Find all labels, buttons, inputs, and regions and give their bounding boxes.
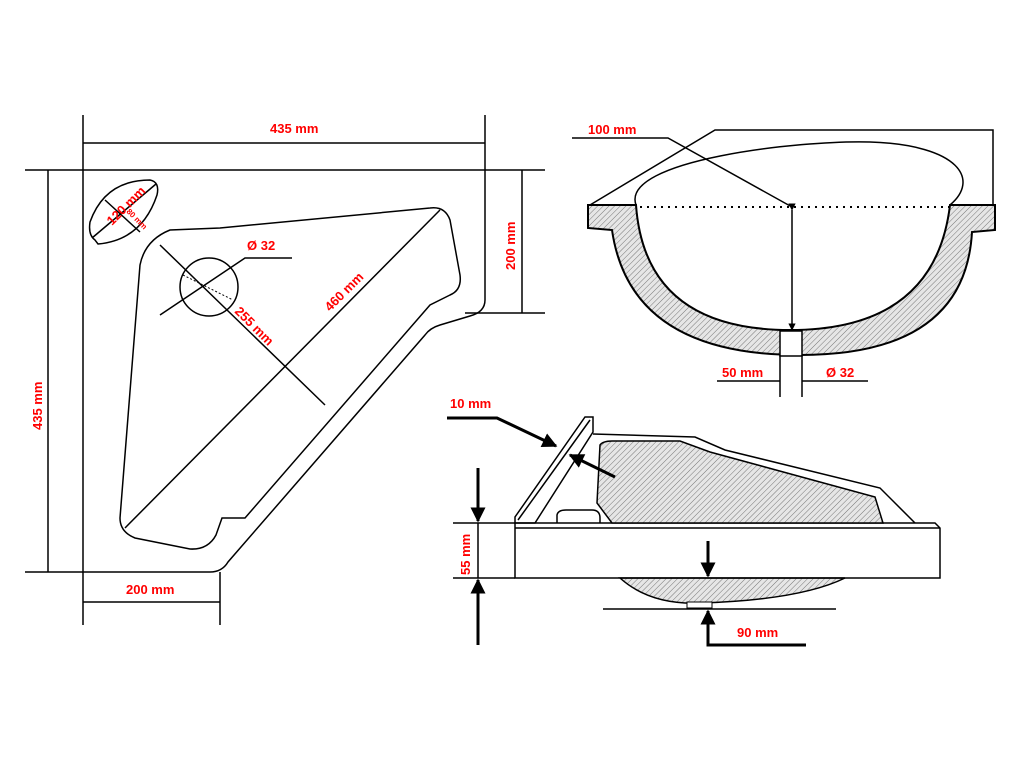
- basin-cavity: [596, 440, 885, 524]
- drain-diameter-label: Ø 32: [826, 365, 854, 380]
- top-edge: [592, 433, 916, 524]
- soap-length-line: [91, 183, 157, 239]
- soap-width-line: [104, 199, 141, 233]
- below-arrow-bottom: [700, 609, 806, 647]
- drain-section: [779, 330, 803, 357]
- soap-dish: [88, 179, 159, 245]
- drain-hole: [179, 257, 239, 317]
- width-dimension: 435 mm: [82, 115, 486, 170]
- section-view: 100 mm 50 mm Ø 32: [572, 122, 996, 397]
- below-label: 90 mm: [737, 625, 778, 640]
- sink-outline: [82, 169, 486, 573]
- drain-label: Ø 32: [247, 238, 275, 253]
- width-label: 435 mm: [270, 121, 318, 136]
- section-depth-label: 100 mm: [588, 122, 636, 137]
- depth-dimension-line: [159, 244, 326, 406]
- drain-leader: [159, 257, 292, 316]
- rim-inner-arrow: [568, 453, 616, 479]
- basin-rim: [634, 141, 964, 206]
- drain-centerline: [182, 274, 234, 301]
- rim-label: 10 mm: [450, 396, 491, 411]
- side-view: 10 mm 55 mm 90 mm: [447, 396, 941, 647]
- thickness-label: 55 mm: [458, 534, 473, 575]
- rim-leader-arrow: [447, 416, 558, 448]
- backsplash: [514, 416, 594, 524]
- right-side-label: 200 mm: [503, 222, 518, 270]
- height-label: 435 mm: [30, 382, 45, 430]
- bottom-side-dimension: 200 mm: [82, 572, 221, 625]
- drain-width-label: 50 mm: [722, 365, 763, 380]
- underside-bowl: [618, 577, 846, 604]
- diagonal-dimension-line: [124, 209, 441, 529]
- bottom-side-label: 200 mm: [126, 582, 174, 597]
- right-side-dimension: 200 mm: [465, 169, 545, 314]
- height-dimension: 435 mm: [25, 169, 83, 573]
- basin-section: [587, 204, 996, 357]
- countertop-outline: [589, 129, 994, 206]
- underside-drain: [686, 601, 713, 609]
- sink-body: [514, 522, 941, 579]
- depth-leader: [572, 137, 793, 208]
- basin-outline: [119, 207, 462, 550]
- depth-label: 255 mm: [232, 304, 277, 349]
- soap-dish-side: [556, 509, 601, 523]
